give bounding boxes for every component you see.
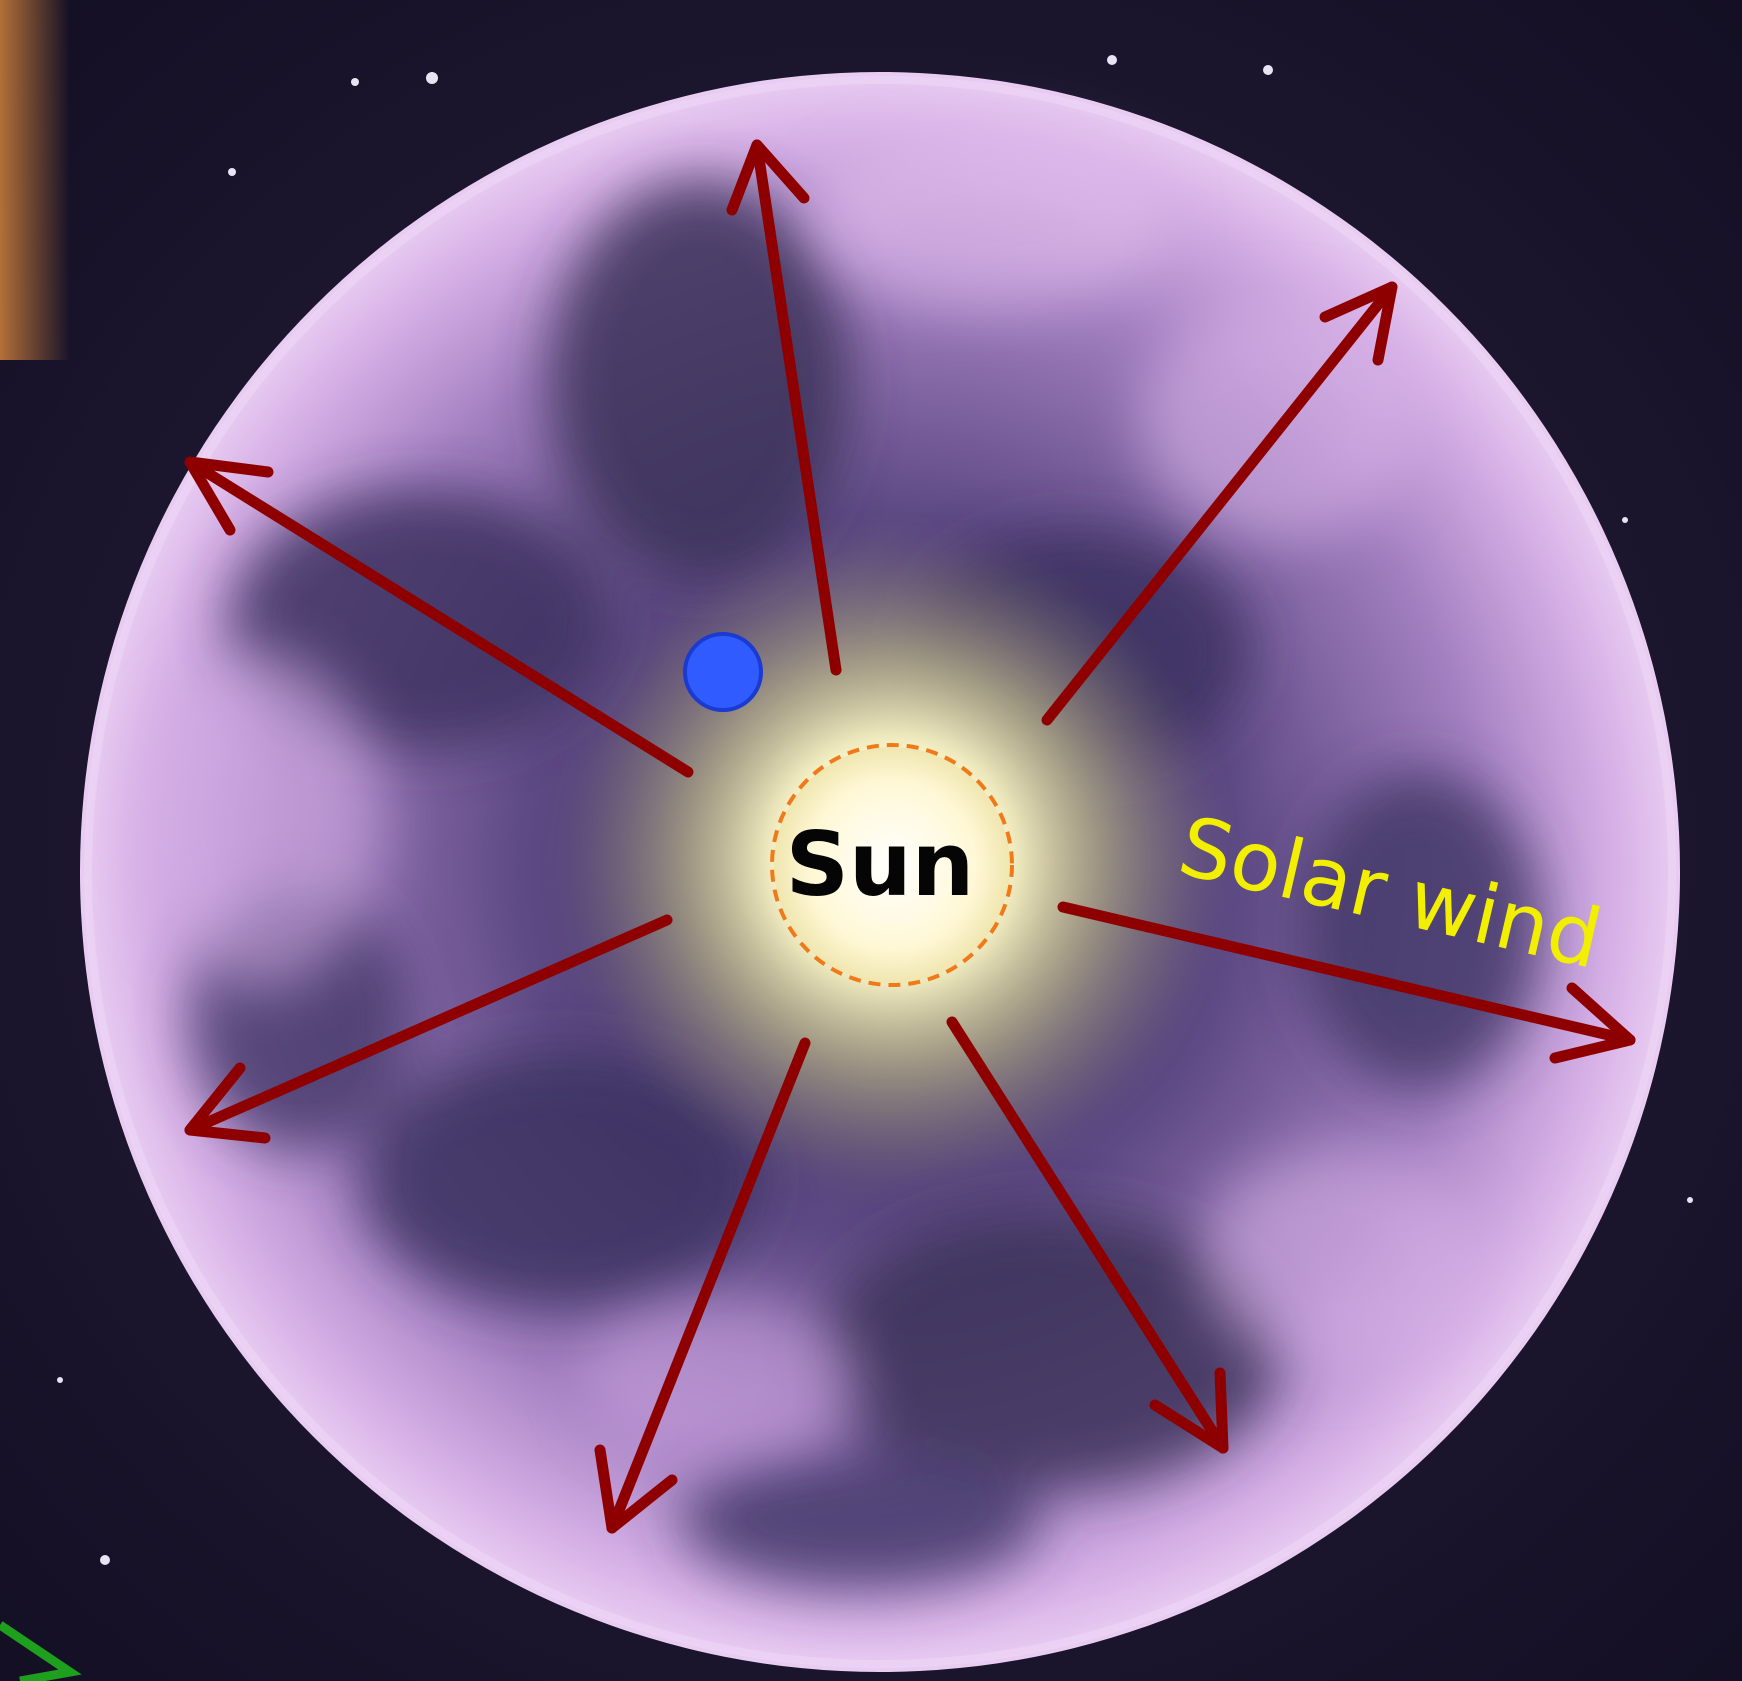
arrow-east-icon xyxy=(1057,901,1636,1064)
sun-outline xyxy=(770,743,1014,987)
left-edge-glow xyxy=(0,0,70,360)
arrow-southeast-icon xyxy=(946,1016,1229,1454)
arrow-northwest-icon xyxy=(184,456,694,778)
partial-green-arrow-icon xyxy=(0,1621,82,1681)
arrow-north-icon xyxy=(726,139,842,676)
solar-wind-arrows xyxy=(184,139,1636,1534)
arrow-southwest-icon xyxy=(184,914,673,1144)
planet-dot-icon xyxy=(683,632,763,712)
arrow-south-icon xyxy=(594,1037,811,1534)
sun-label: Sun xyxy=(786,813,975,916)
arrow-northeast-icon xyxy=(1041,281,1398,726)
